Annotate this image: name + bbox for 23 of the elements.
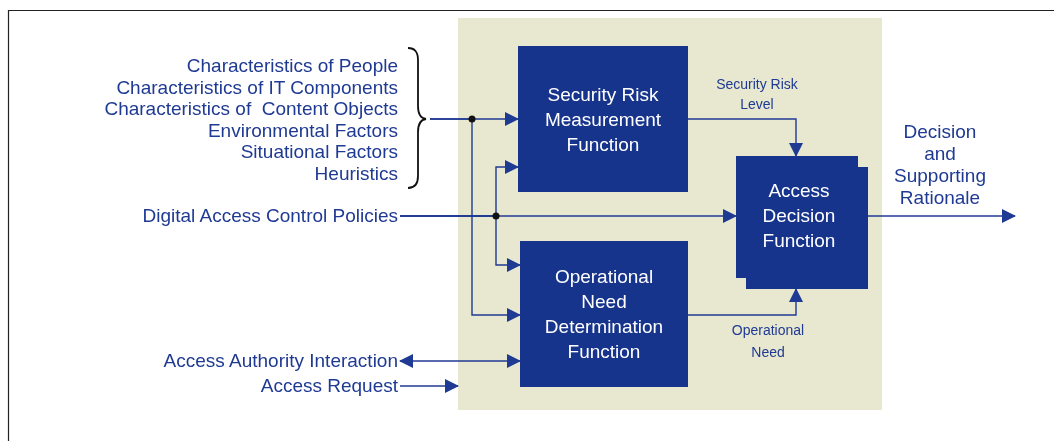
connector-arrow bbox=[687, 118, 803, 157]
input-label: Characteristics of Content Objects bbox=[104, 98, 398, 120]
connector-arrow bbox=[429, 118, 521, 322]
function-box: Security Risk Measurement Function bbox=[518, 46, 688, 192]
input-label: Environmental Factors bbox=[206, 119, 398, 142]
panel-background bbox=[458, 18, 882, 410]
input-label: Access Request bbox=[260, 375, 398, 397]
connector-arrow bbox=[687, 288, 803, 316]
edge-label: Operational Need bbox=[730, 321, 806, 362]
input-label: Situational Factors bbox=[239, 141, 398, 163]
input-label: Heuristics bbox=[313, 162, 398, 185]
input-label: Digital Access Control Policies bbox=[142, 205, 398, 227]
edge-label: Decision and Supporting Rationale bbox=[893, 121, 987, 209]
edge-label: Security Risk Level bbox=[715, 75, 799, 114]
connector-arrow bbox=[399, 354, 521, 368]
connector-arrow bbox=[399, 215, 521, 272]
input-label: Characteristics of People bbox=[185, 55, 398, 77]
input-label: Characteristics of IT Components bbox=[115, 76, 398, 99]
box-label: Access Decision Function bbox=[761, 179, 837, 253]
input-label: Access Authority Interaction bbox=[163, 350, 398, 372]
connector-arrow bbox=[399, 379, 459, 393]
connector-arrow bbox=[867, 209, 1016, 223]
function-box: Operational Need Determination Function bbox=[520, 241, 688, 387]
